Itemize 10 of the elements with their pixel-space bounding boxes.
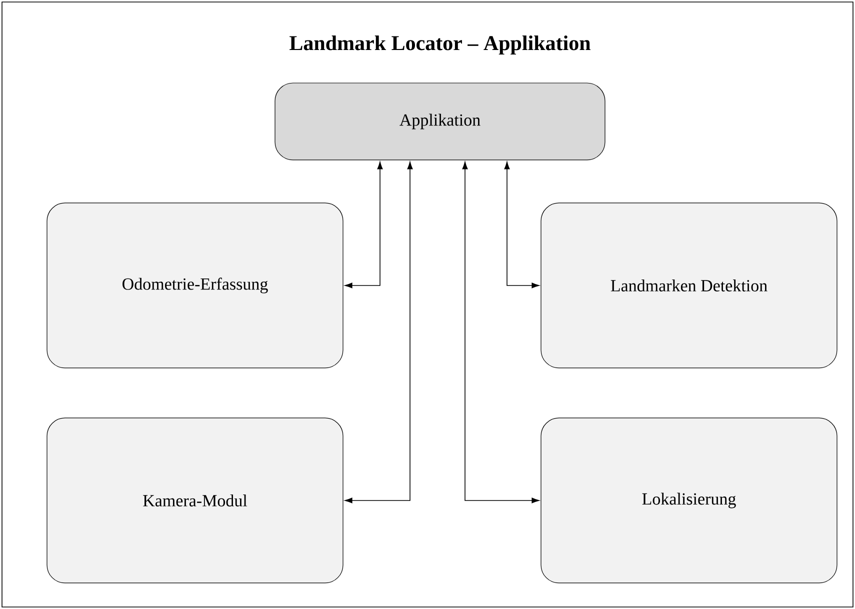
- title: Landmark Locator – Applikation: [290, 35, 590, 54]
- arrow: [462, 162, 540, 504]
- arrow: [504, 162, 540, 288]
- arrow: [344, 162, 383, 288]
- module-box: Kamera-Modul: [46, 418, 344, 584]
- module-box: Lokalisierung: [540, 418, 838, 584]
- application-box: Applikation: [274, 82, 606, 160]
- arrow: [344, 162, 413, 504]
- module-box: Landmarken Detektion: [540, 202, 838, 368]
- module-box: Odometrie-Erfassung: [46, 202, 344, 368]
